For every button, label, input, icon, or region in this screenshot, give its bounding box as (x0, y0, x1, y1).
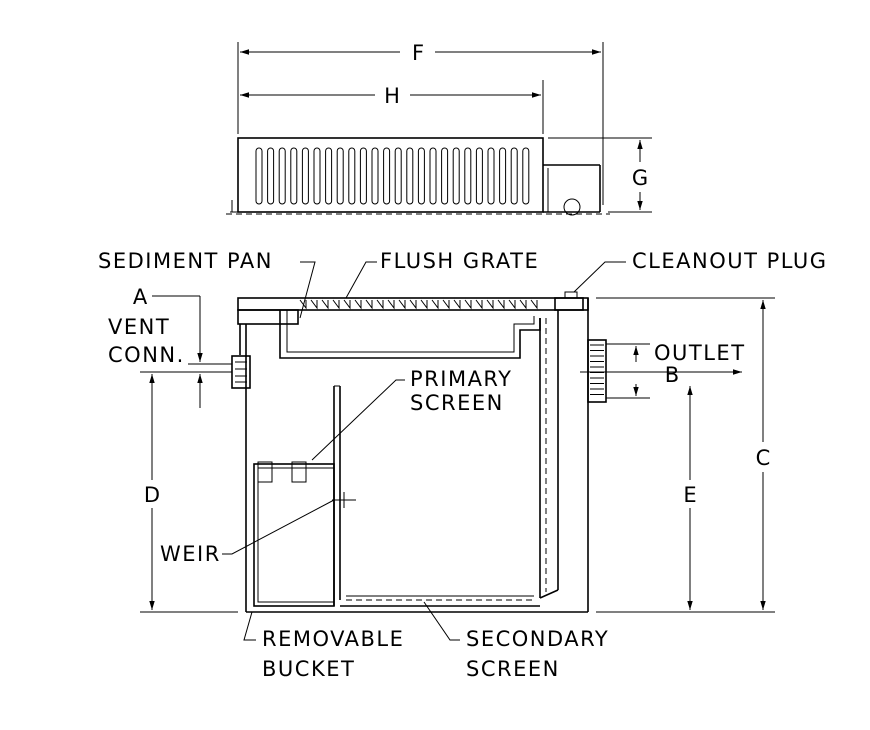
grate-tooth (486, 299, 494, 310)
grate-tooth (398, 299, 406, 310)
cleanout-plug-leader (573, 261, 626, 293)
grate-slot (255, 147, 263, 205)
flush-grate (299, 299, 538, 310)
flush-grate-leader (345, 261, 377, 299)
grate-tooth (343, 299, 351, 310)
grate-tooth (497, 299, 505, 310)
grate-tooth (530, 299, 538, 310)
grate-slot (429, 147, 437, 205)
grate-tooth (519, 299, 527, 310)
grate-tooth (453, 299, 461, 310)
grate-tooth (420, 299, 428, 310)
dimension-f-label: F (412, 41, 424, 65)
grate-tooth (409, 299, 417, 310)
sediment-pan (279, 310, 541, 359)
primary-screen-leader (311, 379, 405, 461)
grate-tooth (354, 299, 362, 310)
grate-tooth (442, 299, 450, 310)
dimension-b: B (580, 343, 742, 399)
dimension-d: D (140, 371, 238, 613)
grate-slot (290, 147, 298, 205)
secondary-screen-label-line1: SECONDARY (466, 627, 609, 651)
weir-leader (222, 499, 335, 555)
vent-conn-label-line1: VENT (108, 315, 170, 339)
grate-slot (301, 147, 309, 205)
grate-tooth (310, 299, 318, 310)
grate-slot (336, 147, 344, 205)
weir-label: WEIR (160, 542, 221, 566)
dimension-a: A (133, 285, 232, 408)
removable-bucket-label-line1: REMOVABLE (262, 627, 404, 651)
grate-slot (522, 147, 530, 205)
grate-slot (417, 147, 425, 205)
secondary-screen-leader (423, 601, 460, 641)
grate-slot (499, 147, 507, 205)
sediment-pan-leader (299, 261, 316, 319)
grate-slot (267, 147, 275, 205)
primary-screen-label-line2: SCREEN (410, 391, 504, 415)
grate-slot (452, 147, 460, 205)
grate-slot (475, 147, 483, 205)
top-view (226, 137, 610, 216)
grate-tooth (464, 299, 472, 310)
grate-slot (464, 147, 472, 205)
dimension-e-label: E (683, 483, 696, 507)
grate-slots (255, 147, 530, 205)
grate-slot (348, 147, 356, 205)
outlet-label: OUTLET (654, 341, 746, 365)
flush-grate-label: FLUSH GRATE (380, 249, 539, 273)
vent-connection (231, 355, 251, 389)
grate-slot (394, 147, 402, 205)
dimension-a-label: A (133, 285, 148, 309)
cleanout-plug-label: CLEANOUT PLUG (632, 249, 828, 273)
grate-slot (406, 147, 414, 205)
secondary-screen-label-line2: SCREEN (466, 657, 560, 681)
grate-slot (359, 147, 367, 205)
grate-slot (371, 147, 379, 205)
dimension-d-label: D (144, 483, 160, 507)
removable-bucket-label-line2: BUCKET (262, 657, 355, 681)
grate-slot (510, 147, 518, 205)
grate-tooth (376, 299, 384, 310)
dimension-h: H (240, 80, 544, 134)
grate-tooth (387, 299, 395, 310)
dimension-e: E (683, 386, 697, 610)
grate-slot (325, 147, 333, 205)
grate-slot (383, 147, 391, 205)
grate-tooth (431, 299, 439, 310)
cleanout-plug (554, 297, 584, 311)
outlet-port (587, 339, 607, 403)
grate-slot (487, 147, 495, 205)
grate-tooth (365, 299, 373, 310)
dimension-g: G (548, 137, 652, 213)
removable-bucket (253, 463, 335, 607)
grate-tooth (508, 299, 516, 310)
grate-tooth (321, 299, 329, 310)
sediment-pan-label: SEDIMENT PAN (98, 249, 273, 273)
grate-tooth (332, 299, 340, 310)
dimension-h-label: H (384, 84, 400, 108)
section-view (231, 291, 607, 613)
removable-bucket-leader (243, 611, 256, 641)
grate-tooth (299, 299, 307, 310)
dimension-f: F (237, 41, 604, 205)
dimension-c: C (596, 297, 775, 613)
dimension-g-label: G (632, 166, 648, 190)
dimension-b-label: B (665, 363, 679, 387)
grate-tooth (475, 299, 483, 310)
dimension-c-label: C (756, 446, 771, 470)
primary-screen-label-line1: PRIMARY (410, 367, 513, 391)
grate-slot (441, 147, 449, 205)
grate-slot (278, 147, 286, 205)
grate-slot (313, 147, 321, 205)
vent-conn-label-line2: CONN. (108, 343, 185, 367)
